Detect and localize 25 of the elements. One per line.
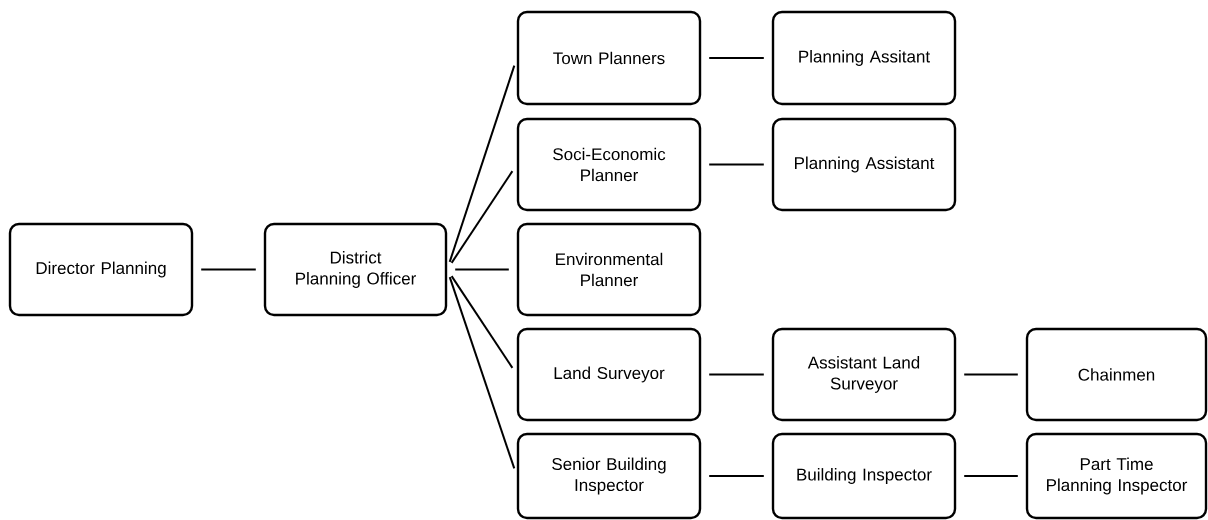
org-box: Planning Assitant (771, 10, 957, 106)
org-box: Director Planning (8, 222, 194, 317)
org-box: Building Inspector (771, 432, 957, 520)
connector-line (708, 373, 765, 376)
org-box: Chainmen (1025, 327, 1208, 422)
connector-line (963, 475, 1019, 477)
connector-line (708, 163, 765, 166)
org-box: Land Surveyor (516, 327, 702, 422)
org-box: Environmental Planner (516, 222, 702, 317)
org-box: District Planning Officer (263, 222, 448, 317)
connector-line (200, 268, 257, 271)
connector-line (448, 64, 516, 263)
connector-line (708, 57, 765, 59)
org-box: Part Time Planning Inspector (1025, 432, 1208, 520)
connector-line (454, 268, 510, 271)
org-box: Senior Building Inspector (516, 432, 702, 520)
org-box: Assistant Land Surveyor (771, 327, 957, 422)
connector-line (448, 276, 516, 470)
connector-line (450, 170, 514, 264)
org-box: Town Planners (516, 10, 702, 106)
connector-line (450, 275, 514, 369)
connector-line (963, 373, 1019, 376)
org-box: Soci-Economic Planner (516, 117, 702, 212)
connector-line (708, 475, 765, 477)
org-box: Planning Assistant (771, 117, 957, 212)
